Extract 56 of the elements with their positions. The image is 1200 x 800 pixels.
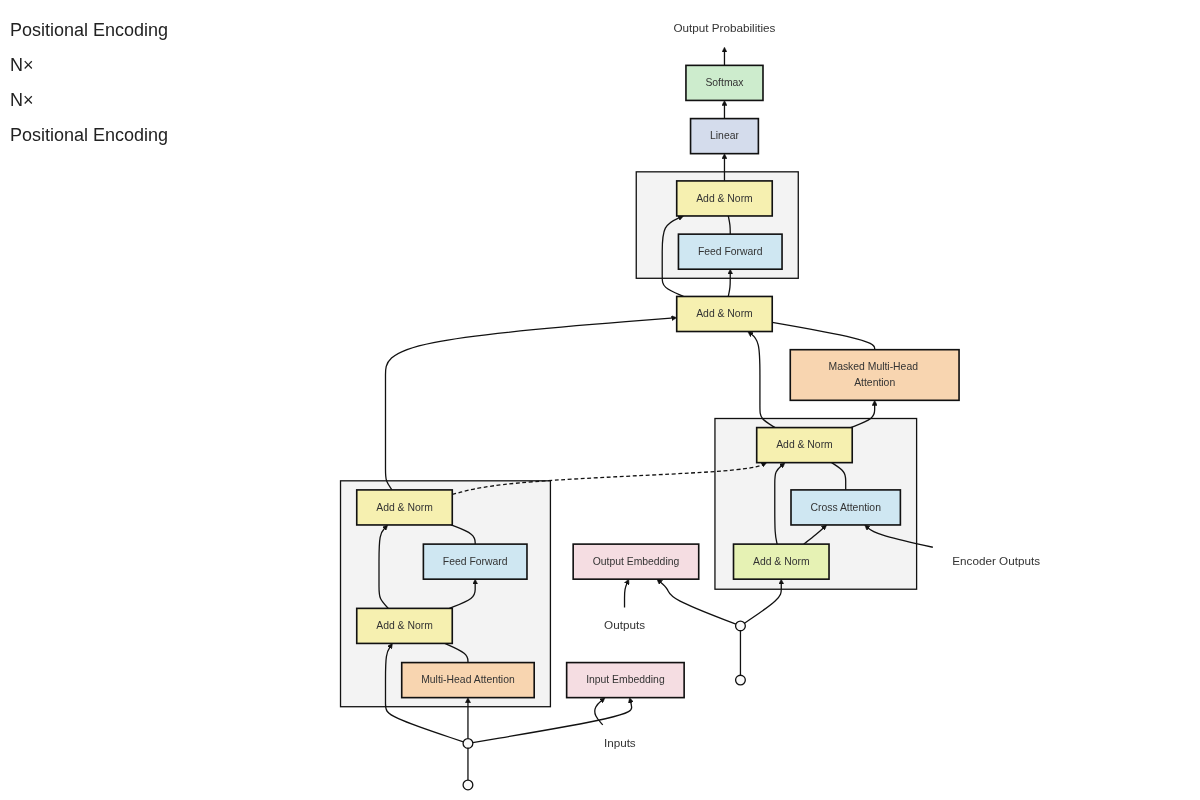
note-label: N×: [10, 90, 35, 111]
arrow: [727, 268, 734, 298]
arrow: [661, 215, 685, 298]
arrow: [747, 331, 776, 429]
node-box: Output Embedding: [572, 543, 700, 580]
arrow: [721, 100, 728, 120]
node-box: Multi-Head Attention: [400, 661, 535, 699]
node-circle: [462, 779, 474, 791]
node-box: Feed Forward: [422, 543, 528, 580]
note-label: N×: [10, 55, 35, 76]
node-circle: [734, 620, 746, 632]
arrow: [850, 400, 878, 429]
node-box: Add & Norm: [355, 489, 454, 526]
arrow: [378, 524, 389, 609]
arrow: [864, 524, 934, 548]
connector: [444, 642, 469, 664]
arrow: [465, 697, 471, 740]
node-text: Encoder Outputs: [952, 554, 1041, 568]
arrow: [721, 46, 728, 67]
node-box: Cross Attention: [790, 489, 902, 526]
arrow: [803, 524, 827, 545]
connector: [739, 630, 742, 676]
connector: [830, 462, 847, 491]
arrow: [721, 153, 728, 182]
node-box: Add & Norm: [732, 543, 830, 580]
node-box: Input Embedding: [565, 661, 685, 699]
arrow: [384, 315, 677, 491]
arrow: [472, 697, 634, 744]
node-text: Output Probabilities: [673, 21, 776, 35]
node-box: Feed Forward: [677, 233, 783, 270]
cluster: [635, 171, 799, 279]
arrow: [623, 578, 630, 609]
arrow: [384, 643, 464, 743]
node-text: Outputs: [604, 619, 645, 633]
arrow: [743, 578, 785, 624]
node-box: Linear: [689, 117, 760, 155]
note-label: Positional Encoding: [10, 20, 170, 41]
note-label: Positional Encoding: [10, 125, 170, 146]
arrow: [594, 697, 606, 726]
arrow: [774, 462, 786, 545]
cluster: [714, 417, 918, 590]
node-circle: [734, 674, 746, 686]
arrow: [448, 578, 479, 609]
node-box: Add & Norm: [755, 426, 854, 464]
node-box: Masked Multi-Head Attention: [789, 348, 960, 402]
connector: [450, 524, 476, 545]
node-box: Add & Norm: [675, 180, 774, 217]
arrow: [656, 578, 737, 625]
node-text: Inputs: [603, 736, 636, 750]
node-box: Softmax: [685, 64, 764, 102]
connector: [727, 215, 731, 235]
cluster: [339, 480, 552, 708]
node-box: Add & Norm: [355, 607, 454, 645]
node-box: Add & Norm: [675, 295, 774, 333]
connector: [467, 747, 469, 781]
node-circle: [462, 737, 474, 749]
